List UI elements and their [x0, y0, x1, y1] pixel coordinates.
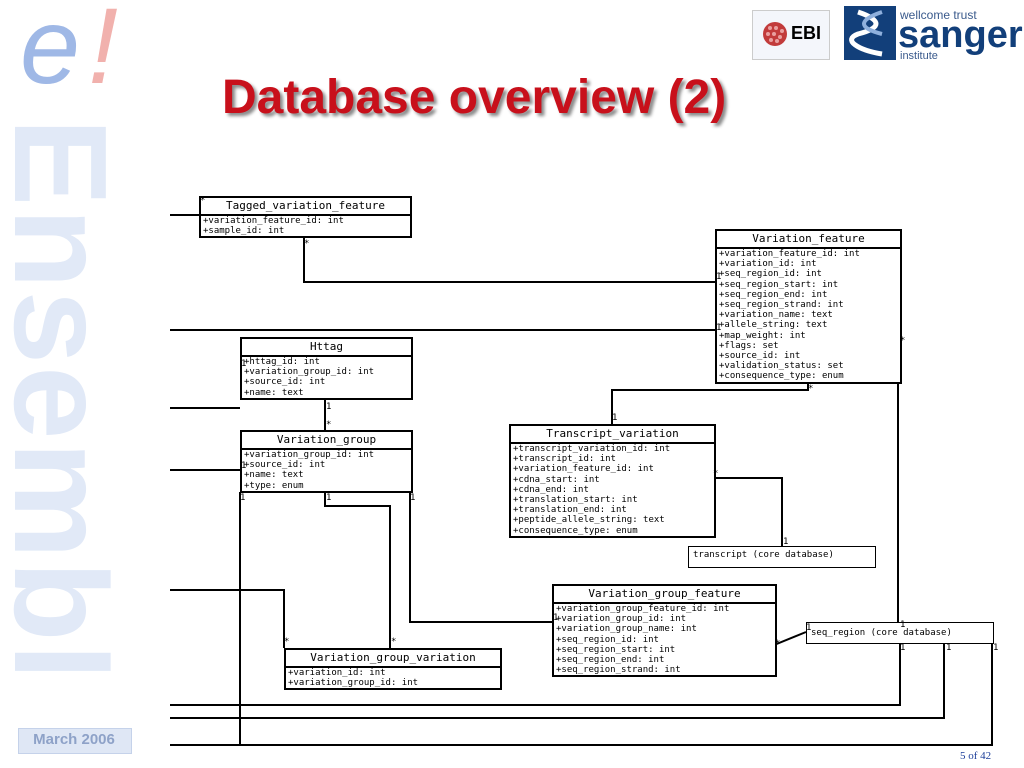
class-attr: +variation_name: text	[719, 310, 833, 321]
class-attr: +variation_id: int	[288, 668, 386, 678]
multiplicity-one: 1	[553, 613, 559, 623]
multiplicity-one: 1	[900, 620, 906, 630]
class-attr: +cdna_start: int	[513, 474, 600, 485]
multiplicity-one: 1	[716, 272, 722, 282]
class-attr: +seq_region_start: int	[556, 644, 676, 655]
sanger-logo: wellcome trust sanger institute	[844, 6, 1023, 62]
multiplicity-many: *	[391, 637, 397, 647]
class-title: Httag	[242, 339, 411, 357]
date-label: March 2006	[33, 731, 115, 748]
class-variation-group-variation: Variation_group_variation +variation_id:…	[284, 648, 502, 691]
class-attr: +name: text	[244, 387, 304, 398]
multiplicity-one: 1	[900, 643, 906, 653]
sanger-helix-icon	[844, 6, 896, 60]
ebi-globe-icon	[763, 22, 787, 46]
sanger-logo-top: wellcome trust	[900, 8, 977, 22]
class-attr: +variation_feature_id: int	[719, 249, 860, 259]
class-attr: +variation_feature_id: int	[203, 216, 344, 226]
ebi-logo-text: EBI	[791, 23, 822, 43]
multiplicity-one: 1	[612, 413, 618, 423]
class-attr: +seq_region_id: int	[556, 634, 659, 645]
multiplicity-many: *	[284, 637, 290, 647]
class-transcript-variation: Transcript_variation +transcript_variati…	[509, 424, 716, 538]
ebi-logo: EBI	[752, 10, 830, 60]
multiplicity-one: 1	[946, 643, 952, 653]
multiplicity-many: *	[713, 469, 719, 479]
class-attr: +validation_status: set	[719, 361, 844, 372]
multiplicity-one: 1	[241, 461, 247, 471]
class-attr: +source_id: int	[244, 460, 326, 471]
page-title: Database overview (2)	[222, 71, 727, 124]
multiplicity-one: 1	[716, 323, 722, 333]
class-title: Variation_group_variation	[286, 650, 500, 668]
class-attr: +consequence_type: enum	[513, 525, 638, 536]
multiplicity-one: 1	[806, 623, 812, 633]
class-attr: +seq_region_start: int	[719, 279, 839, 290]
date-badge	[18, 728, 132, 754]
class-title: Variation_feature	[717, 231, 900, 249]
multiplicity-many: *	[304, 239, 310, 249]
class-attr: +variation_group_id: int	[556, 614, 687, 625]
class-attr: +seq_region_strand: int	[719, 300, 844, 311]
class-attr: +seq_region_end: int	[556, 655, 665, 666]
multiplicity-one: 1	[240, 493, 246, 503]
multiplicity-one: 1	[241, 359, 247, 369]
class-attr: +translation_end: int	[513, 505, 627, 516]
class-attr: +type: enum	[244, 480, 304, 491]
class-attr: +httag_id: int	[244, 357, 320, 367]
class-title: Transcript_variation	[511, 426, 714, 444]
class-variation-feature: Variation_feature +variation_feature_id:…	[715, 229, 902, 384]
class-attr: +translation_start: int	[513, 495, 638, 506]
sanger-logo-main: sanger	[898, 14, 1023, 56]
brand-sidebar: Ensembl e ! March 2006	[0, 0, 150, 768]
multiplicity-one: 1	[326, 402, 332, 412]
class-title: Variation_group_feature	[554, 586, 775, 604]
class-attr: +name: text	[244, 470, 304, 481]
class-attr: +variation_id: int	[719, 259, 817, 270]
class-attr: +variation_group_name: int	[556, 624, 697, 635]
class-attr: +allele_string: text	[719, 320, 828, 331]
class-attr: +consequence_type: enum	[719, 371, 844, 382]
class-title: Tagged_variation_feature	[201, 198, 410, 216]
multiplicity-one: 1	[993, 643, 999, 653]
class-tagged-variation-feature: Tagged_variation_feature +variation_feat…	[199, 196, 412, 239]
class-httag: Httag +httag_id: int +variation_group_id…	[240, 337, 413, 400]
note-transcript: transcript (core database)	[688, 546, 876, 568]
multiplicity-many: *	[326, 420, 332, 430]
note-seq-region: seq_region (core database)	[806, 622, 994, 644]
multiplicity-one: 1	[410, 493, 416, 503]
page-number: 5 of 42	[960, 750, 992, 762]
class-attr: +map_weight: int	[719, 330, 806, 341]
class-attr: +seq_region_id: int	[719, 269, 822, 280]
class-attr: +seq_region_end: int	[719, 289, 828, 300]
multiplicity-one: 1	[326, 493, 332, 503]
class-attr: +source_id: int	[244, 377, 326, 388]
class-attr: +peptide_allele_string: text	[513, 515, 665, 526]
multiplicity-many: *	[808, 384, 814, 394]
multiplicity-many: *	[900, 336, 906, 346]
class-attr: +cdna_end: int	[513, 484, 589, 495]
multiplicity-many: *	[200, 196, 206, 206]
class-attr: +variation_group_feature_id: int	[556, 604, 730, 614]
class-variation-group: Variation_group +variation_group_id: int…	[240, 430, 413, 493]
ensembl-logo-bang: !	[88, 0, 119, 106]
class-attr: +source_id: int	[719, 351, 801, 362]
class-attr: +flags: set	[719, 340, 779, 351]
class-attr: +seq_region_strand: int	[556, 665, 681, 676]
class-attr: +sample_id: int	[203, 226, 285, 237]
class-attr: +variation_feature_id: int	[513, 464, 654, 475]
sanger-logo-bottom: institute	[900, 50, 938, 62]
class-attr: +variation_group_id: int	[244, 450, 375, 460]
class-attr: +transcript_id: int	[513, 454, 616, 465]
multiplicity-one: 1	[783, 537, 789, 547]
class-title: Variation_group	[242, 432, 411, 450]
class-variation-group-feature: Variation_group_feature +variation_group…	[552, 584, 777, 678]
class-attr: +variation_group_id: int	[288, 678, 419, 689]
ensembl-logo-e: e	[20, 0, 81, 106]
class-attr: +variation_group_id: int	[244, 367, 375, 378]
multiplicity-many: *	[775, 639, 781, 649]
class-attr: +transcript_variation_id: int	[513, 444, 671, 454]
